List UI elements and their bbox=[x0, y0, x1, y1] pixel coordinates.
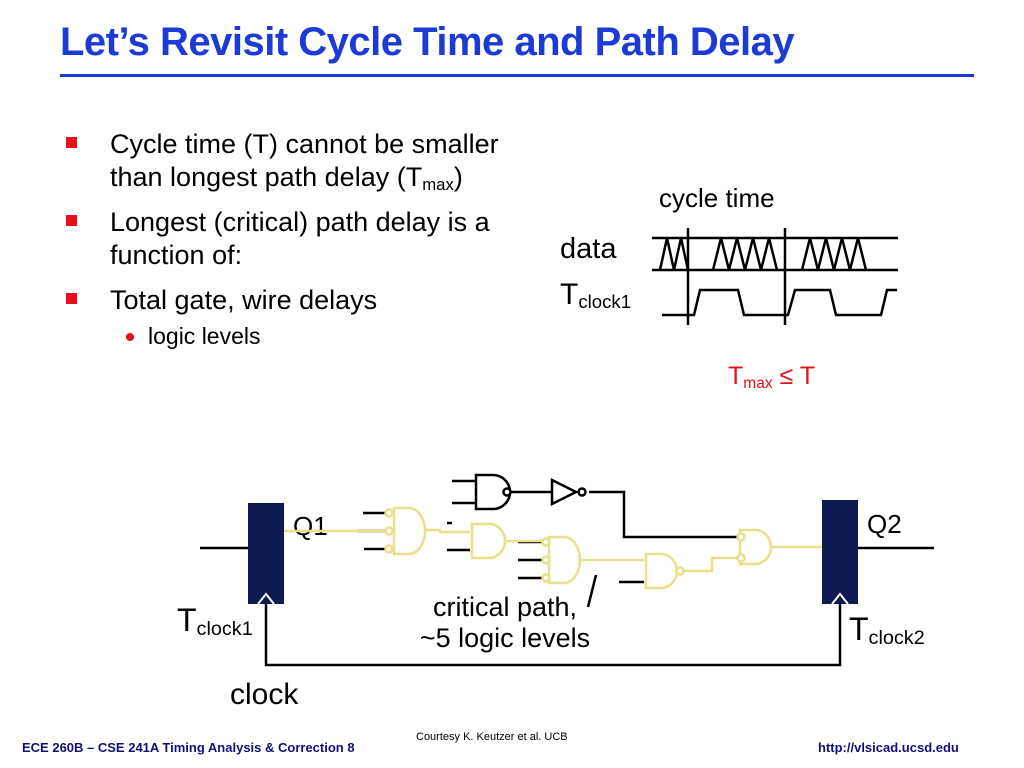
register-q2 bbox=[822, 500, 858, 604]
tclock2-label: Tclock2 bbox=[849, 611, 925, 649]
cycle-time-label: cycle time bbox=[659, 183, 775, 213]
bullet-text: Total gate, wire delays bbox=[110, 285, 378, 315]
q1-label: Q1 bbox=[293, 511, 328, 541]
sub-bullet-text: logic levels bbox=[148, 323, 261, 349]
critical-path-annotation: critical path, ~5 logic levels bbox=[410, 592, 600, 654]
clock-label: clock bbox=[230, 678, 299, 711]
nand-gate-2 bbox=[470, 522, 507, 560]
footer-course: ECE 260B – CSE 241A Timing Analysis & Co… bbox=[22, 740, 355, 755]
circuit-diagram bbox=[200, 473, 934, 667]
critical-path-wires bbox=[284, 528, 822, 573]
bullet-cycle-time: Cycle time (T) cannot be smaller than lo… bbox=[62, 128, 522, 194]
nand-gate-1 bbox=[392, 506, 427, 556]
bullet-gate-wire-delays: Total gate, wire delays bbox=[62, 284, 522, 317]
tclock1-label: Tclock1 bbox=[177, 602, 253, 640]
clock-waveform bbox=[662, 288, 897, 317]
inverter-gate bbox=[550, 477, 587, 507]
bullet-marker-icon bbox=[66, 293, 77, 304]
data-transition-icon bbox=[658, 237, 690, 271]
clock-edge-icon-q2 bbox=[831, 592, 849, 605]
footer-url: http://vlsicad.ucsd.edu bbox=[818, 740, 959, 755]
bullet-text: Cycle time (T) cannot be smaller than lo… bbox=[110, 129, 499, 192]
nand-gate-3 bbox=[547, 535, 582, 585]
bullet-marker-icon bbox=[66, 215, 77, 226]
timing-clock-label: Tclock1 bbox=[560, 278, 632, 312]
title-underline bbox=[60, 74, 974, 77]
bullet-critical-path: Longest (critical) path delay is a funct… bbox=[62, 206, 522, 272]
clock-edge-icon-q1 bbox=[257, 592, 275, 605]
nand-gate-5 bbox=[738, 528, 773, 566]
critical-path-line2: ~5 logic levels bbox=[419, 623, 591, 653]
bullet-list: Cycle time (T) cannot be smaller than lo… bbox=[62, 128, 522, 351]
clock-wire bbox=[264, 604, 842, 667]
slide-title: Let’s Revisit Cycle Time and Path Delay bbox=[60, 20, 795, 64]
bullet-marker-icon bbox=[66, 137, 77, 148]
nand-gate-black bbox=[474, 473, 512, 511]
critical-path-line1: critical path, bbox=[432, 592, 578, 622]
bullet-subscript: max bbox=[422, 175, 454, 194]
bullet-text: Longest (critical) path delay is a funct… bbox=[110, 207, 490, 270]
footer-credit: Courtesy K. Keutzer et al. UCB bbox=[416, 731, 568, 743]
nand-gate-4 bbox=[644, 552, 679, 590]
tmax-relation: Tmax ≤ T bbox=[728, 362, 816, 392]
sub-bullet-marker-icon bbox=[126, 333, 134, 341]
data-transition-icon bbox=[711, 237, 779, 271]
timing-diagram bbox=[652, 228, 898, 325]
data-transition-icon bbox=[800, 237, 868, 271]
data-label: data bbox=[560, 233, 617, 265]
bullet-text-end: ) bbox=[453, 162, 463, 192]
critical-path-gates bbox=[384, 506, 773, 590]
sub-bullet-logic-levels: logic levels bbox=[62, 321, 522, 351]
register-q1 bbox=[248, 503, 284, 604]
q2-label: Q2 bbox=[867, 509, 902, 539]
